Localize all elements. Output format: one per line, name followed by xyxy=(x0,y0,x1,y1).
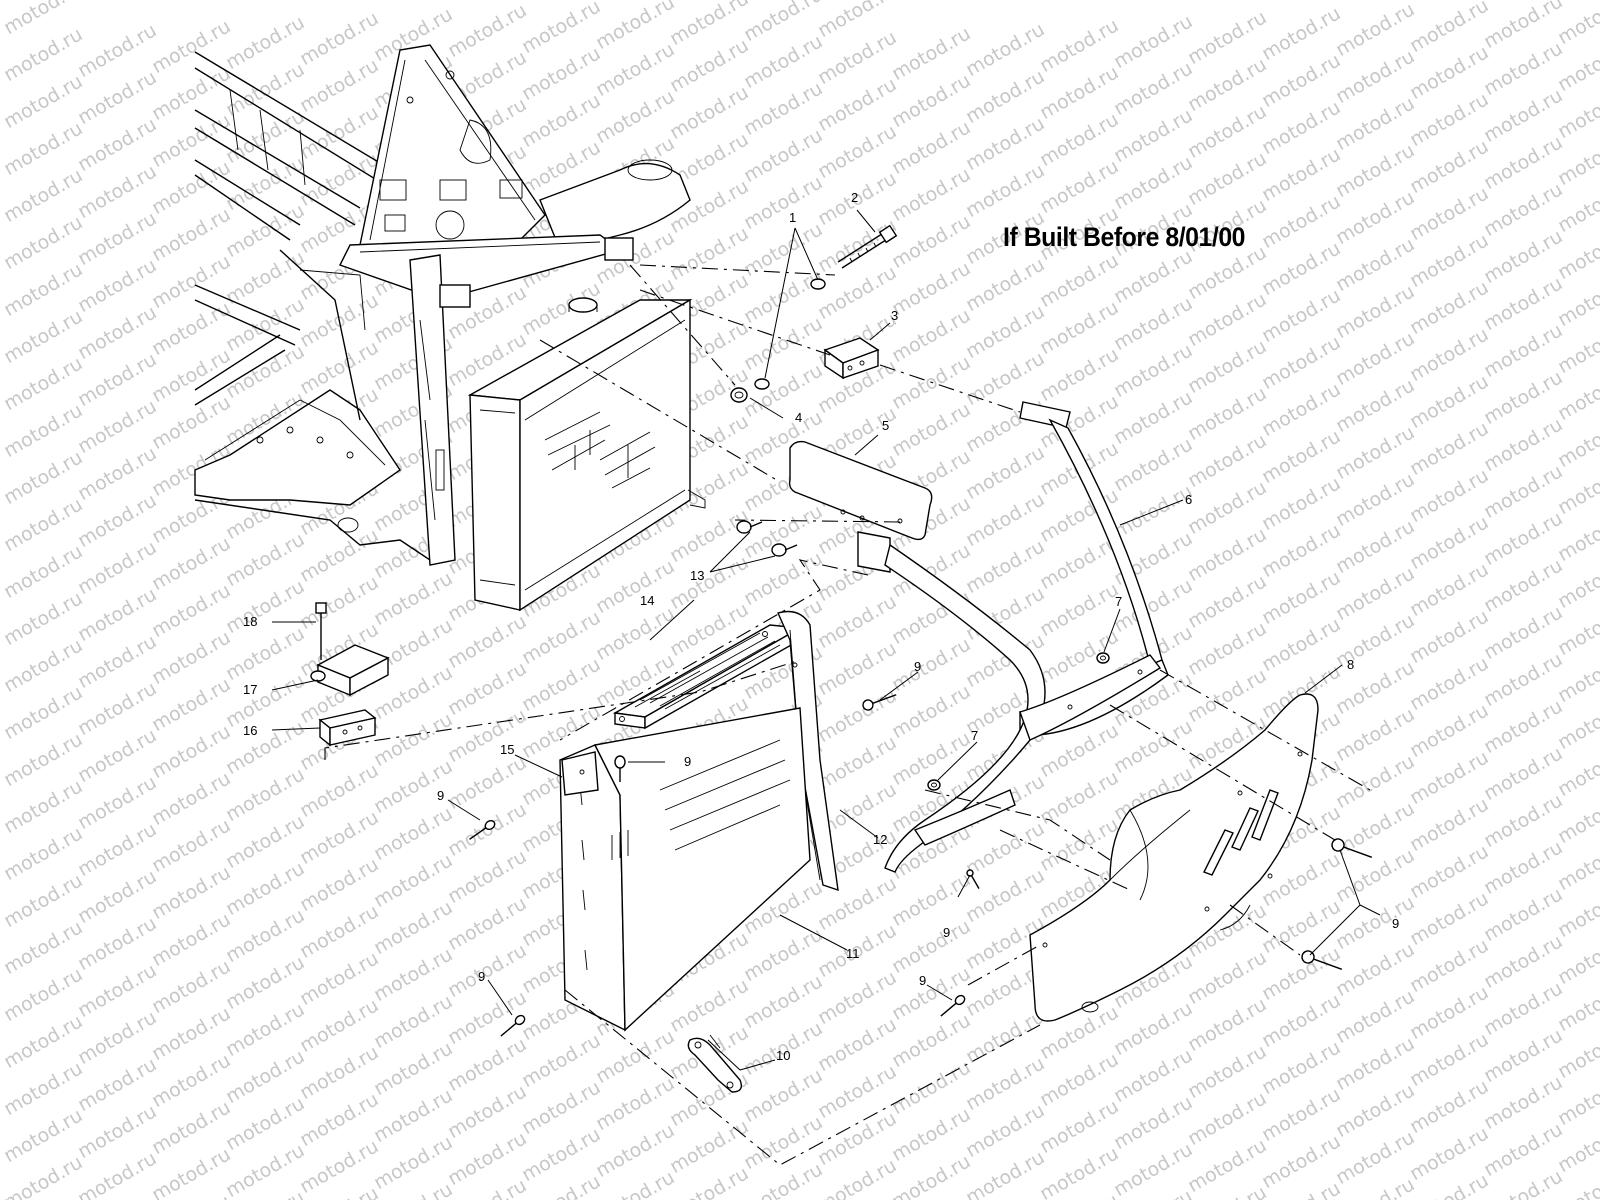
callout-4: 4 xyxy=(795,410,802,425)
part-5-plate xyxy=(788,440,933,541)
callout-13: 13 xyxy=(690,568,704,583)
part-13-rivets xyxy=(736,520,798,557)
part-3-block xyxy=(823,337,880,380)
part-11-grille-shell xyxy=(559,707,811,1032)
part-2-bolt xyxy=(837,224,898,269)
callout-8: 8 xyxy=(1347,657,1354,672)
part-18-bolt xyxy=(315,602,327,660)
chassis-frame xyxy=(194,44,691,566)
callout-5: 5 xyxy=(882,418,889,433)
part-4-nut xyxy=(730,387,748,403)
callout-18: 18 xyxy=(243,614,257,629)
part-17-module xyxy=(310,644,390,697)
callout-7a: 7 xyxy=(1115,594,1122,609)
part-7-nut-lower xyxy=(927,779,941,791)
callout-16: 16 xyxy=(243,723,257,738)
part-6-bumper xyxy=(857,401,1169,873)
callout-9f: 9 xyxy=(943,925,950,940)
part-7-nut-upper xyxy=(1096,652,1110,664)
callout-9d: 9 xyxy=(478,969,485,984)
callout-11: 11 xyxy=(846,946,860,961)
callout-9a: 9 xyxy=(914,659,921,674)
part-15-clip xyxy=(561,751,599,796)
diagram-heading: If Built Before 8/01/00 xyxy=(1003,222,1246,252)
callout-10: 10 xyxy=(776,1048,790,1063)
part-1-washer-upper xyxy=(810,278,826,290)
callout-9b: 9 xyxy=(684,754,691,769)
part-16-bracket xyxy=(318,709,377,747)
radiator xyxy=(467,297,706,612)
part-8-skid-plate xyxy=(1029,693,1319,1022)
callout-7b: 7 xyxy=(971,728,978,743)
part-10-bracket xyxy=(687,1034,743,1093)
leader-lines xyxy=(271,209,1381,1071)
callout-14: 14 xyxy=(640,593,654,608)
callout-6: 6 xyxy=(1185,492,1192,507)
callout-2: 2 xyxy=(851,190,858,205)
callout-17: 17 xyxy=(243,682,257,697)
callout-12: 12 xyxy=(873,832,887,847)
callout-1: 1 xyxy=(789,210,796,225)
callout-15: 15 xyxy=(500,742,514,757)
callout-9e: 9 xyxy=(919,973,926,988)
callout-3: 3 xyxy=(891,308,898,323)
callout-numbers: 1 2 3 4 5 6 7 7 8 9 9 9 9 9 9 9 9 10 11 … xyxy=(243,190,1399,1063)
part-1-washer-lower xyxy=(754,378,770,390)
callout-9g: 9 xyxy=(1392,916,1399,931)
part-9-screws xyxy=(469,694,1373,1037)
callout-9c: 9 xyxy=(437,788,444,803)
alignment-dashed-lines xyxy=(324,264,1371,1166)
